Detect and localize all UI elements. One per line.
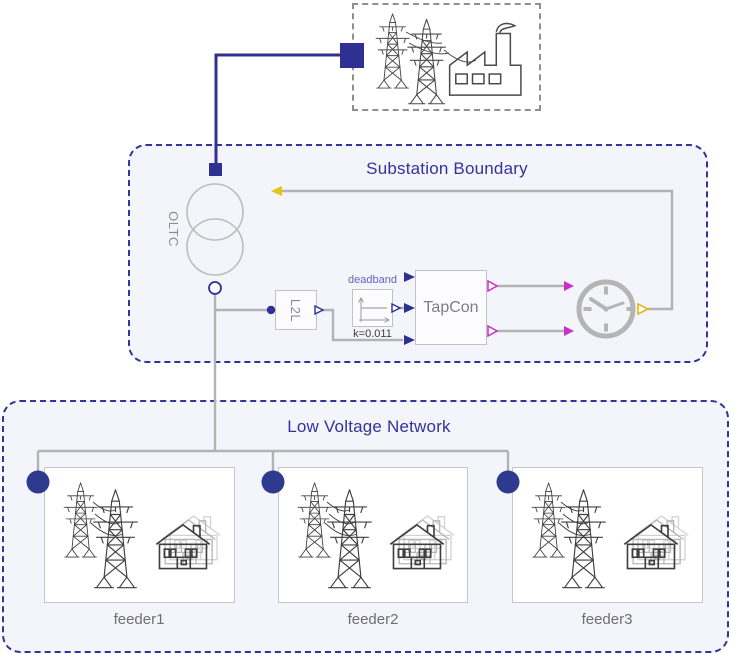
feeder3-block[interactable] <box>512 467 703 603</box>
feeder-towers-and-house-icon <box>531 482 689 589</box>
oltc-transformer-label: OLTC <box>166 211 181 247</box>
external-grid-block[interactable] <box>352 3 541 111</box>
grid-icon <box>375 13 522 105</box>
feeder2-block[interactable] <box>278 467 468 603</box>
deadband-param: k=0.011 <box>353 328 392 340</box>
deadband-constant-block[interactable] <box>352 289 393 327</box>
l2l-label: L2L <box>288 298 304 322</box>
feeder-towers-and-house-icon <box>297 482 455 589</box>
constant-block-icon <box>357 296 390 323</box>
feeder1-block[interactable] <box>44 467 235 603</box>
factory-icon <box>448 22 522 96</box>
tapcon-block[interactable]: TapCon <box>415 270 487 345</box>
deadband-block-name: deadband <box>348 274 397 286</box>
tapcon-label: TapCon <box>423 298 479 316</box>
l2l-block[interactable]: L2L <box>275 290 317 330</box>
feeder2-label: feeder2 <box>347 611 399 628</box>
feeder-towers-and-house-icon <box>63 482 221 589</box>
feeder1-label: feeder1 <box>113 611 165 628</box>
feeder3-label: feeder3 <box>581 611 633 628</box>
lv-network-title: Low Voltage Network <box>287 417 451 436</box>
substation-title: Substation Boundary <box>366 159 528 178</box>
